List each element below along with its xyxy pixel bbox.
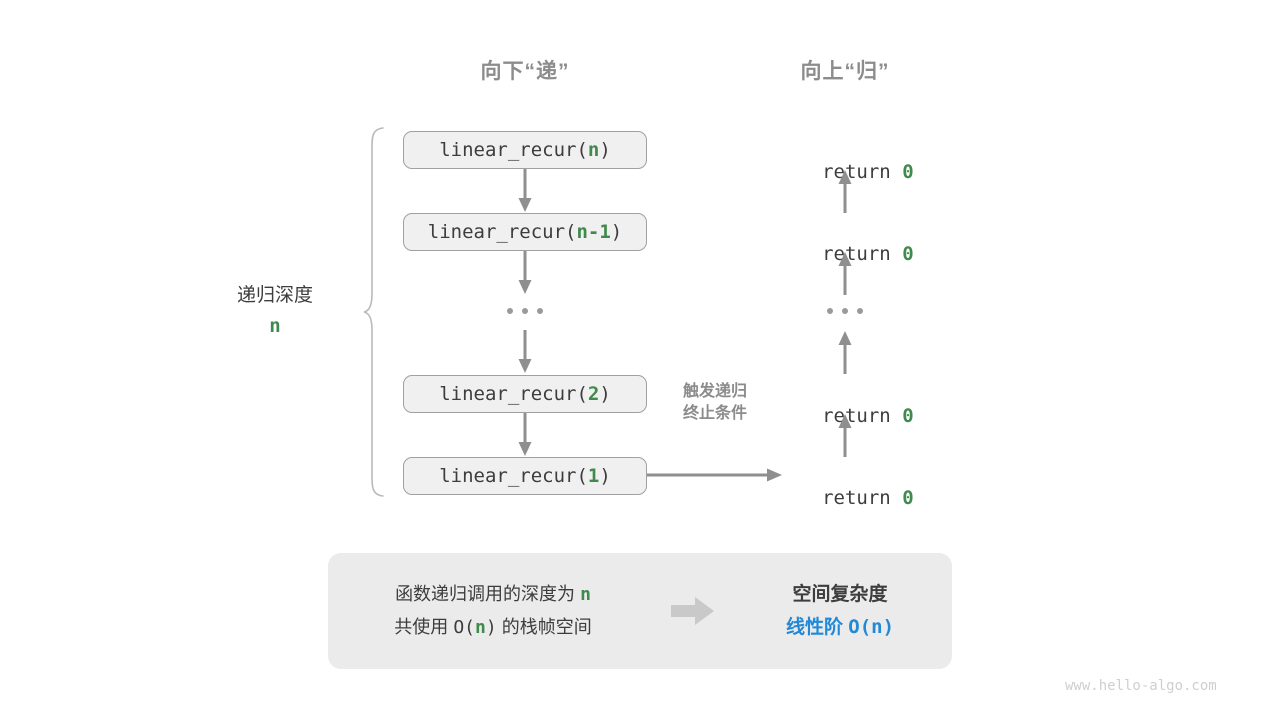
arrow-down-1-icon: [517, 169, 533, 213]
call-box-prefix: linear_recur(: [439, 383, 588, 405]
call-box-suffix: ): [610, 221, 623, 243]
return-keyword: return: [822, 243, 903, 265]
arrow-down-2-icon: [517, 251, 533, 295]
return-value: 0: [902, 405, 914, 427]
return-keyword: return: [822, 405, 903, 427]
ellipsis-dot: [507, 308, 513, 314]
call-box-arg: n: [587, 139, 600, 161]
summary-left: 函数递归调用的深度为 n 共使用 O(n) 的栈帧空间: [328, 578, 658, 644]
call-box-suffix: ): [599, 383, 611, 405]
summary-arrow-icon: [658, 596, 728, 626]
heading-descend: 向下“递”: [480, 60, 570, 83]
return-stack-ellipsis: [827, 308, 863, 314]
return-label-4: return 0: [760, 465, 930, 531]
summary-right: 空间复杂度 线性阶 O(n): [728, 578, 952, 644]
summary-left-line1-n: n: [580, 584, 591, 605]
call-box-arg: n-1: [576, 221, 611, 243]
recursion-depth-text: 递归深度: [236, 285, 313, 306]
return-keyword: return: [822, 161, 903, 183]
call-box-n[interactable]: linear_recur(n): [403, 131, 647, 169]
summary-right-value-notation: O(n): [848, 616, 895, 638]
summary-panel: 函数递归调用的深度为 n 共使用 O(n) 的栈帧空间 空间复杂度 线性阶 O(…: [328, 553, 952, 669]
summary-left-line2-close: ): [485, 617, 497, 638]
return-value: 0: [902, 161, 914, 183]
return-value: 0: [902, 487, 914, 509]
call-box-2[interactable]: linear_recur(2): [403, 375, 647, 413]
trigger-note-line2: 终止条件: [682, 405, 747, 422]
ellipsis-dot: [537, 308, 543, 314]
call-box-n-minus-1[interactable]: linear_recur(n-1): [403, 213, 647, 251]
return-label-2: return 0: [760, 221, 930, 287]
arrow-up-1-icon: [837, 169, 853, 213]
summary-left-line1-text: 函数递归调用的深度为: [395, 584, 576, 604]
arrow-up-3-icon: [837, 330, 853, 374]
call-box-prefix: linear_recur(: [439, 465, 588, 487]
watermark: www.hello-algo.com: [1065, 678, 1217, 694]
summary-left-line2: 共使用 O(n) 的栈帧空间: [328, 611, 658, 644]
call-box-prefix: linear_recur(: [427, 221, 577, 243]
arrow-base-case-icon: [647, 466, 783, 484]
call-box-1[interactable]: linear_recur(1): [403, 457, 647, 495]
summary-left-line1: 函数递归调用的深度为 n: [328, 578, 658, 611]
call-box-prefix: linear_recur(: [439, 139, 588, 161]
ellipsis-dot: [842, 308, 848, 314]
arrow-down-3-icon: [517, 330, 533, 374]
call-box-suffix: ): [599, 139, 611, 161]
arrow-up-4-icon: [837, 413, 853, 457]
arrow-up-2-icon: [837, 251, 853, 295]
summary-left-line2-n: n: [475, 617, 486, 638]
call-box-suffix: ): [599, 465, 611, 487]
return-label-1: return 0: [760, 139, 930, 205]
summary-left-line2-tail: 的栈帧空间: [501, 617, 592, 637]
summary-left-line2-text: 共使用: [394, 617, 449, 637]
arrow-down-4-icon: [517, 413, 533, 457]
ellipsis-dot: [857, 308, 863, 314]
heading-ascend: 向上“归”: [800, 60, 890, 83]
return-value: 0: [902, 243, 914, 265]
summary-left-line2-open: O(: [453, 617, 475, 638]
summary-right-value-label: 线性阶: [785, 617, 843, 638]
call-box-arg: 2: [587, 383, 600, 405]
summary-right-value: 线性阶 O(n): [728, 611, 952, 644]
summary-right-title: 空间复杂度: [792, 584, 888, 605]
recursion-depth-value: n: [269, 315, 281, 337]
recursion-depth-label: 递归深度 n: [190, 281, 360, 341]
call-box-arg: 1: [587, 465, 600, 487]
ellipsis-dot: [522, 308, 528, 314]
ellipsis-dot: [827, 308, 833, 314]
trigger-note-line1: 触发递归: [682, 383, 747, 400]
return-keyword: return: [822, 487, 903, 509]
return-label-3: return 0: [760, 383, 930, 449]
call-stack-ellipsis: [507, 308, 543, 314]
depth-brace: [363, 126, 387, 498]
trigger-note: 触发递归 终止条件: [645, 381, 785, 425]
